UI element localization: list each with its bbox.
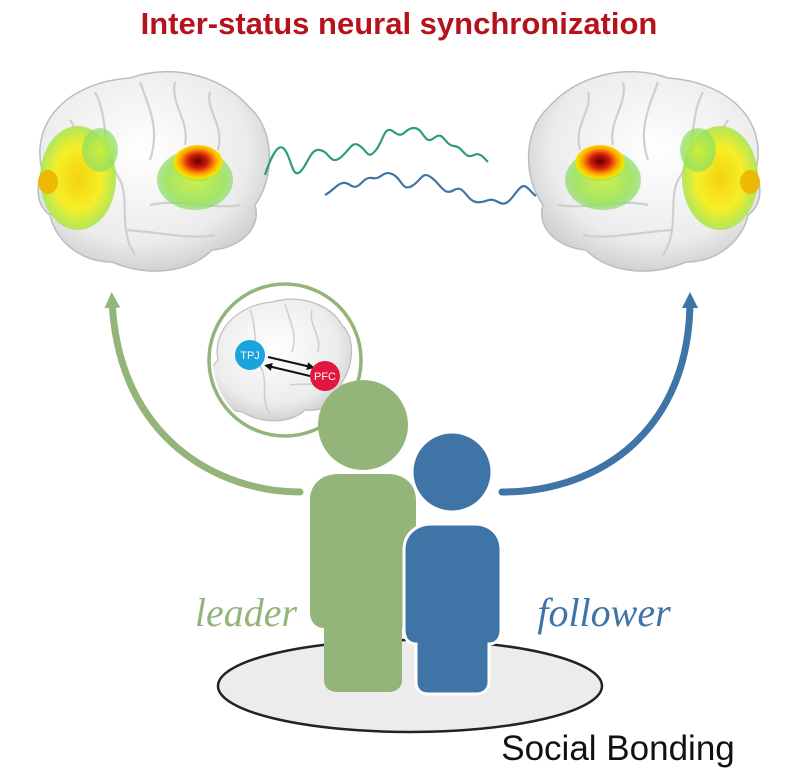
- leader-arrow: [104, 292, 304, 496]
- social-bonding-label: Social Bonding: [501, 729, 735, 768]
- tpj-node: [235, 340, 265, 370]
- tpj-label: TPJ: [240, 350, 260, 362]
- follower-arrow: [498, 292, 698, 496]
- pfc-label: PFC: [314, 371, 336, 383]
- diagram-title: Inter-status neural synchronization: [141, 6, 658, 41]
- wave-follower: [324, 172, 537, 205]
- platform: [216, 638, 604, 734]
- leader-label: leader: [195, 590, 298, 635]
- wave-leader: [263, 126, 489, 176]
- brain-network-inset: TPJ PFC: [207, 282, 363, 438]
- brain-left-icon: [37, 70, 271, 272]
- pfc-node: [310, 361, 340, 391]
- brain-right-icon: [527, 70, 761, 272]
- leader-figure: [310, 380, 416, 692]
- follower-label: follower: [537, 590, 671, 635]
- follower-figure: [402, 430, 503, 696]
